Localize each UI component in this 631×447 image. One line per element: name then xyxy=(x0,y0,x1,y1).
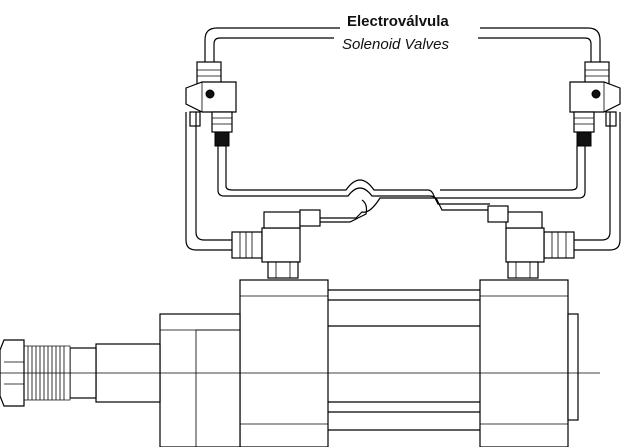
outer-tubes xyxy=(185,112,621,251)
cylinder xyxy=(159,279,579,447)
label-subtitle: Solenoid Valves xyxy=(342,36,450,53)
solenoid-valve-left xyxy=(185,61,237,147)
elbow-fitting-right xyxy=(487,205,575,279)
inner-tubes xyxy=(217,146,586,223)
top-tube xyxy=(204,27,601,62)
solenoid-valve-right xyxy=(569,61,621,147)
elbow-fitting-left xyxy=(231,209,321,279)
label-title: Electroválvula xyxy=(347,13,449,30)
